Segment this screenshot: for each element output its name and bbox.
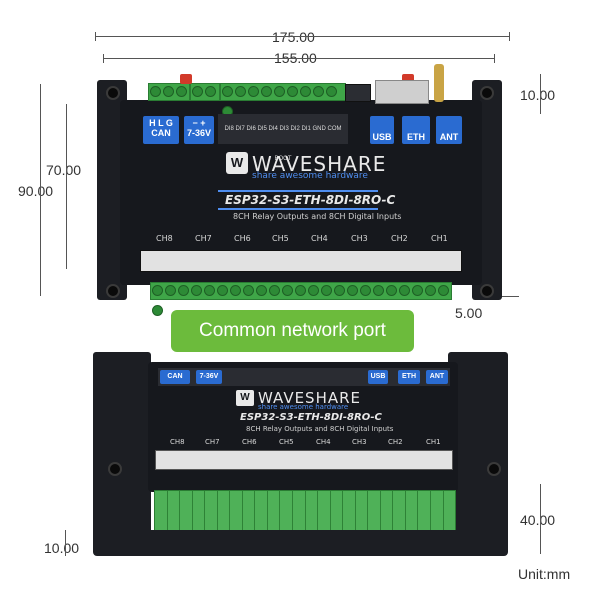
channel-label: CH4 bbox=[311, 234, 328, 243]
top-offset-label: 10.00 bbox=[520, 87, 556, 103]
bottom-model-text: ESP32-S3-ETH-8DI-8RO-C bbox=[240, 412, 382, 423]
relay-terminal-labels bbox=[140, 250, 462, 272]
eth-port bbox=[375, 80, 429, 104]
description-text: 8CH Relay Outputs and 8CH Digital Inputs bbox=[233, 212, 402, 221]
bottom-ant-label: ANT bbox=[426, 370, 448, 384]
depth-label: 40.00 bbox=[520, 512, 556, 528]
channel-label: CH5 bbox=[272, 234, 289, 243]
title-underline bbox=[218, 190, 378, 192]
channel-label: CH7 bbox=[195, 234, 212, 243]
mount-hole-icon bbox=[106, 284, 120, 298]
brand-text: WAVESHARE bbox=[252, 152, 387, 176]
depth-line bbox=[540, 484, 541, 554]
mount-hole-icon bbox=[480, 86, 494, 100]
bottom-brand-text: WAVESHARE bbox=[258, 389, 362, 407]
reset-button bbox=[402, 74, 414, 84]
bottom-channel-label: CH6 bbox=[242, 438, 257, 446]
relay-output-terminal bbox=[150, 282, 452, 316]
digital-input-terminal bbox=[220, 83, 346, 117]
height-total-line bbox=[40, 84, 41, 296]
tagline-text: share awesome hardware bbox=[252, 171, 368, 181]
height-inner-label: 70.00 bbox=[46, 162, 82, 178]
bottom-eth-label: ETH bbox=[398, 370, 420, 384]
height-inner-line bbox=[66, 104, 67, 269]
mount-hole-icon bbox=[108, 462, 122, 476]
unit-label: Unit:mm bbox=[518, 566, 571, 582]
bottom-can-label: CAN bbox=[160, 370, 190, 384]
channel-label: CH3 bbox=[351, 234, 368, 243]
bottom-tagline-text: share awesome hardware bbox=[258, 403, 349, 411]
mount-hole-icon bbox=[487, 462, 501, 476]
bottom-channel-label: CH3 bbox=[352, 438, 367, 446]
model-underline bbox=[218, 208, 378, 210]
bottom-power-label: 7-36V bbox=[196, 370, 222, 384]
width-total-tick-right bbox=[509, 32, 510, 41]
waveshare-logo-icon: W bbox=[236, 390, 254, 406]
top-offset-line bbox=[540, 74, 541, 114]
power-terminal bbox=[190, 83, 220, 101]
mount-hole-icon bbox=[106, 86, 120, 100]
usb-label: USB bbox=[370, 116, 394, 144]
bottom-channel-label: CH5 bbox=[279, 438, 294, 446]
side-offset-line bbox=[495, 296, 519, 297]
can-terminal bbox=[148, 83, 190, 101]
ant-label: ANT bbox=[436, 116, 462, 144]
width-total-line bbox=[95, 36, 510, 37]
eth-label: ETH bbox=[402, 116, 430, 144]
bottom-offset-label: 10.00 bbox=[44, 540, 80, 556]
common-network-port-badge: Common network port bbox=[171, 310, 414, 352]
bottom-channel-label: CH4 bbox=[316, 438, 331, 446]
bottom-relay-terminal bbox=[154, 490, 456, 534]
bottom-base bbox=[93, 530, 508, 556]
channel-label: CH6 bbox=[234, 234, 251, 243]
bottom-channel-label: CH1 bbox=[426, 438, 441, 446]
di-pin-labels: DI8 DI7 DI6 DI5 DI4 DI3 DI2 DI1 GND COM … bbox=[218, 114, 348, 162]
bottom-view-ear-left bbox=[93, 352, 151, 534]
side-offset-label: 5.00 bbox=[455, 305, 483, 321]
width-inner-tick-left bbox=[103, 54, 104, 63]
power-label: − + 7-36V bbox=[184, 116, 214, 144]
width-total-label: 175.00 bbox=[272, 29, 315, 45]
channel-label: CH2 bbox=[391, 234, 408, 243]
channel-label: CH8 bbox=[156, 234, 173, 243]
usb-port bbox=[345, 84, 371, 102]
antenna-connector-icon bbox=[434, 64, 444, 102]
width-total-tick-left bbox=[95, 32, 96, 41]
bottom-channel-label: CH8 bbox=[170, 438, 185, 446]
bottom-usb-label: USB bbox=[368, 370, 388, 384]
bottom-channel-label: CH2 bbox=[388, 438, 403, 446]
waveshare-logo-icon: W bbox=[226, 152, 248, 174]
bottom-view-ear-right bbox=[448, 352, 508, 534]
can-label: H L G CAN bbox=[143, 116, 179, 144]
channel-label: CH1 bbox=[431, 234, 448, 243]
model-text: ESP32-S3-ETH-8DI-8RO-C bbox=[225, 193, 396, 207]
mount-hole-icon bbox=[480, 284, 494, 298]
bottom-channel-label: CH7 bbox=[205, 438, 220, 446]
bottom-description-text: 8CH Relay Outputs and 8CH Digital Inputs bbox=[246, 425, 394, 433]
bottom-offset-line bbox=[65, 530, 66, 556]
bottom-relay-strip bbox=[155, 450, 453, 470]
width-inner-line bbox=[103, 58, 495, 59]
height-total-label: 90.00 bbox=[18, 183, 54, 199]
width-inner-tick-right bbox=[494, 54, 495, 63]
boot-button bbox=[180, 74, 192, 84]
